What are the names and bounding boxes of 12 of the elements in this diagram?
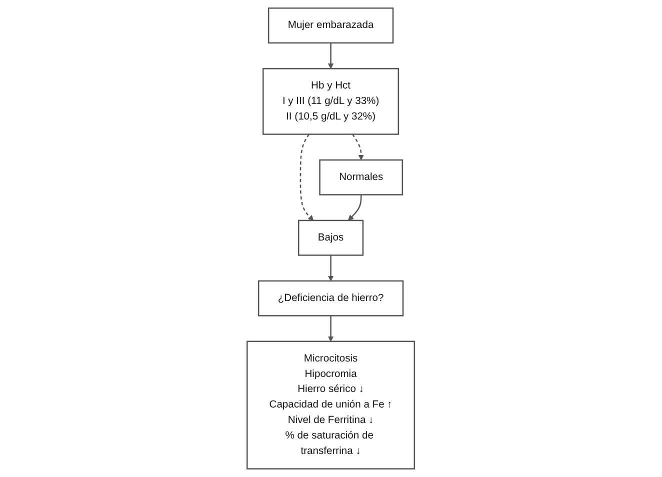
arrow (300, 134, 314, 221)
node-box: Microcitosis Hipocromia Hierro sérico ↓ Capacidad de unión a Fe ↑ Nivel de Ferritina ↓ % de saturación de transferrina ↓ (246, 340, 416, 470)
node-box: Hb y Hct I y III (11 g/dL y 33%) II (10,5 g/dL y 32%) (262, 68, 400, 135)
arrow (328, 255, 334, 282)
arrow (352, 134, 364, 160)
node-box: Bajos (298, 220, 364, 256)
arrow (348, 194, 362, 221)
node-box: Normales (319, 159, 404, 196)
arrow (328, 316, 334, 342)
arrow (328, 42, 334, 69)
node-box: Mujer embarazada (268, 8, 394, 44)
node-box: ¿Deficiencia de hierro? (258, 280, 404, 316)
